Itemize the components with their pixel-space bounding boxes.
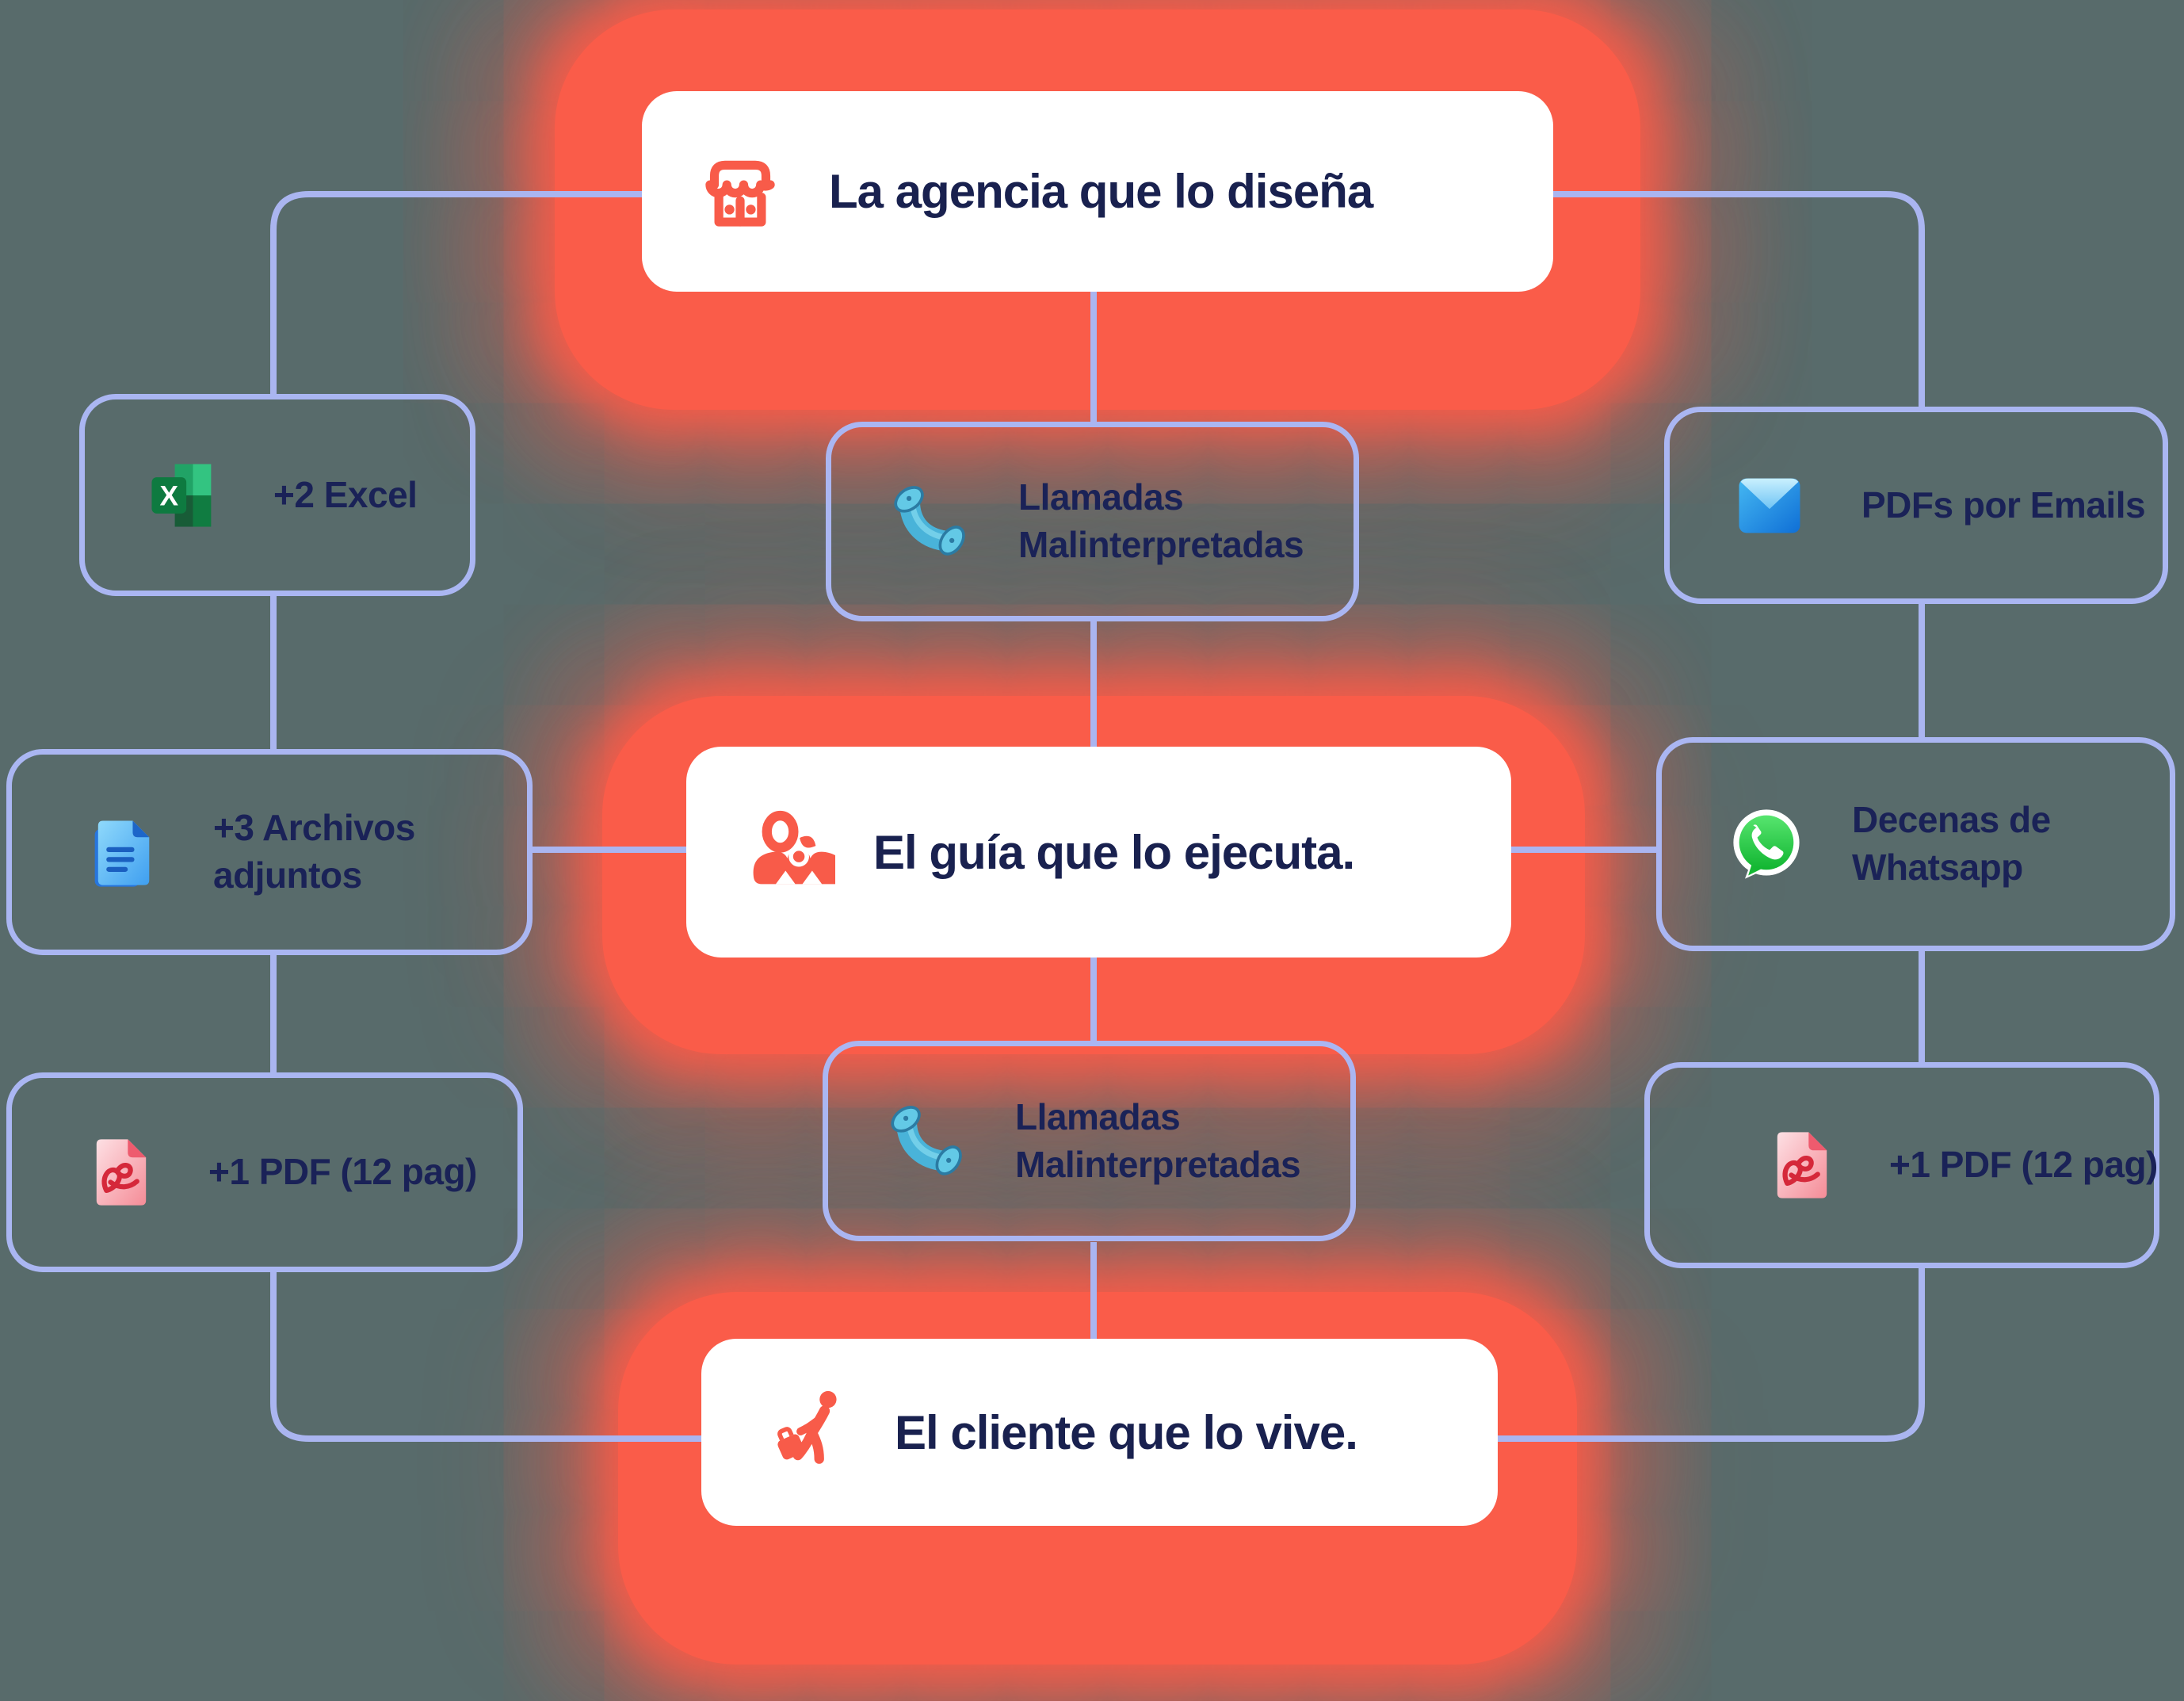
channel-pdf-right-label: +1 PDF (12 pag) bbox=[1889, 1141, 2158, 1189]
svg-text:X: X bbox=[160, 480, 179, 511]
pdf-icon bbox=[80, 1131, 162, 1214]
channel-calls-bottom-line2: Malinterpretadas bbox=[1015, 1143, 1301, 1185]
channel-calls-bottom-label: Llamadas Malinterpretadas bbox=[1015, 1094, 1301, 1189]
channel-whatsapp-label: Decenas de Whatsapp bbox=[1852, 797, 2051, 892]
channel-whatsapp: Decenas de Whatsapp bbox=[1656, 737, 2175, 951]
channel-excel-line1: +2 Excel bbox=[273, 473, 418, 515]
channel-attachments-line1: +3 Archivos bbox=[213, 807, 415, 849]
node-guide: El guía que lo ejecuta. bbox=[686, 747, 1511, 958]
channel-calls-bottom: Llamadas Malinterpretadas bbox=[823, 1041, 1356, 1241]
channel-excel: X +2 Excel bbox=[79, 394, 475, 596]
channel-emails: PDFs por Emails bbox=[1664, 407, 2168, 604]
node-client-title: El cliente que lo vive. bbox=[895, 1405, 1358, 1459]
channel-attachments-label: +3 Archivos adjuntos bbox=[213, 805, 415, 900]
phone-receiver-icon bbox=[887, 480, 969, 563]
phone-receiver-icon bbox=[884, 1100, 966, 1183]
channel-calls-top: Llamadas Malinterpretadas bbox=[826, 422, 1359, 621]
channel-calls-top-line2: Malinterpretadas bbox=[1018, 524, 1304, 565]
traveler-icon bbox=[769, 1388, 858, 1477]
wire-pdfright-to-client bbox=[1498, 1268, 1925, 1442]
channel-emails-label: PDFs por Emails bbox=[1861, 482, 2146, 529]
channel-calls-top-line1: Llamadas bbox=[1018, 476, 1184, 518]
node-agency: La agencia que lo diseña bbox=[642, 91, 1553, 292]
node-agency-title: La agencia que lo diseña bbox=[829, 165, 1373, 218]
channel-excel-label: +2 Excel bbox=[273, 472, 418, 519]
channel-emails-line1: PDFs por Emails bbox=[1861, 484, 2146, 526]
channel-pdf-right: +1 PDF (12 pag) bbox=[1644, 1062, 2159, 1268]
node-client: El cliente que lo vive. bbox=[701, 1339, 1498, 1526]
wire-pdfleft-to-client bbox=[270, 1272, 701, 1442]
storefront-icon bbox=[696, 147, 785, 236]
channel-pdf-left-label: +1 PDF (12 pag) bbox=[208, 1149, 477, 1196]
whatsapp-icon bbox=[1725, 803, 1808, 885]
channel-attachments: +3 Archivos adjuntos bbox=[6, 749, 533, 955]
excel-icon: X bbox=[142, 454, 224, 537]
channel-pdf-left-line1: +1 PDF (12 pag) bbox=[208, 1151, 477, 1193]
wire-agency-to-emails bbox=[1553, 191, 1925, 407]
node-guide-title: El guía que lo ejecuta. bbox=[873, 825, 1355, 879]
channel-pdf-right-line1: +1 PDF (12 pag) bbox=[1889, 1144, 2158, 1186]
channel-pdf-left: +1 PDF (12 pag) bbox=[6, 1072, 523, 1272]
wire-agency-to-excel bbox=[270, 191, 642, 394]
channel-calls-top-label: Llamadas Malinterpretadas bbox=[1018, 474, 1304, 569]
channel-whatsapp-line1: Decenas de bbox=[1852, 799, 2051, 841]
channel-calls-bottom-line1: Llamadas bbox=[1015, 1095, 1181, 1137]
pdf-icon bbox=[1761, 1124, 1843, 1206]
document-icon bbox=[82, 811, 164, 893]
envelope-icon bbox=[1728, 464, 1811, 547]
channel-attachments-line2: adjuntos bbox=[213, 854, 362, 896]
channel-whatsapp-line2: Whatsapp bbox=[1852, 847, 2023, 888]
tour-guide-icon bbox=[746, 808, 845, 896]
